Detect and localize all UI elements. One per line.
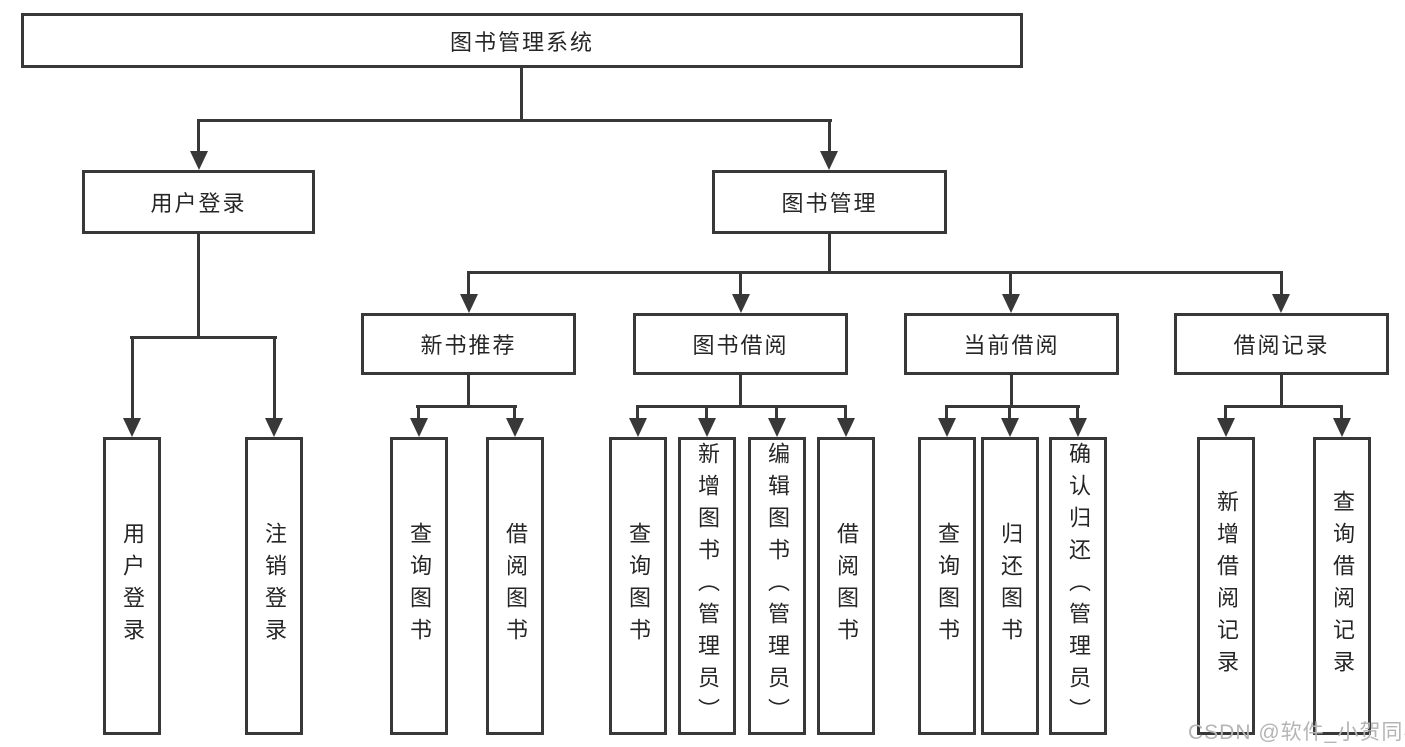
connector-line bbox=[1224, 405, 1227, 420]
node-new-books-label: 新书推荐 bbox=[420, 333, 517, 358]
node-book-mgmt: 图书管理 bbox=[712, 170, 947, 234]
connector-line bbox=[1010, 375, 1013, 408]
arrowhead-icon bbox=[1069, 418, 1087, 437]
arrowhead-icon bbox=[410, 418, 428, 437]
arrowhead-icon bbox=[629, 418, 647, 437]
node-user-login: 用户登录 bbox=[82, 170, 315, 234]
arrowhead-icon bbox=[123, 418, 141, 437]
node-new-books: 新书推荐 bbox=[361, 313, 576, 375]
connector-line bbox=[467, 271, 470, 296]
connector-line bbox=[131, 336, 134, 420]
connector-line bbox=[467, 375, 470, 408]
leaf-user-login-label: 用户登录 bbox=[120, 522, 145, 650]
leaf-nb-query-books-label: 查询图书 bbox=[407, 522, 432, 650]
arrowhead-icon bbox=[1272, 294, 1290, 313]
leaf-cb-return-book: 归还图书 bbox=[981, 437, 1039, 735]
arrowhead-icon bbox=[506, 418, 524, 437]
leaf-cb-query-books: 查询图书 bbox=[918, 437, 976, 735]
connector-line bbox=[197, 119, 832, 122]
leaf-nb-borrow-books-label: 借阅图书 bbox=[503, 522, 528, 650]
connector-line bbox=[197, 119, 200, 153]
arrowhead-icon bbox=[1002, 294, 1020, 313]
connector-line bbox=[828, 234, 831, 274]
connector-line bbox=[1224, 405, 1343, 408]
leaf-br-query-record: 查询借阅记录 bbox=[1313, 437, 1371, 735]
arrowhead-icon bbox=[190, 151, 208, 170]
node-current-borrow-label: 当前借阅 bbox=[963, 333, 1060, 358]
leaf-bb-borrow-books-label: 借阅图书 bbox=[834, 522, 859, 650]
arrowhead-icon bbox=[1217, 418, 1235, 437]
leaf-nb-borrow-books: 借阅图书 bbox=[486, 437, 544, 735]
leaf-br-add-record-label: 新增借阅记录 bbox=[1214, 490, 1239, 682]
leaf-logout: 注销登录 bbox=[245, 437, 303, 735]
arrowhead-icon bbox=[768, 418, 786, 437]
node-book-mgmt-label: 图书管理 bbox=[781, 191, 878, 216]
connector-line bbox=[828, 119, 831, 153]
connector-line bbox=[636, 405, 639, 420]
connector-line bbox=[513, 405, 516, 420]
node-user-login-label: 用户登录 bbox=[150, 191, 247, 216]
leaf-br-add-record: 新增借阅记录 bbox=[1197, 437, 1255, 735]
leaf-nb-query-books: 查询图书 bbox=[390, 437, 448, 735]
node-book-borrow: 图书借阅 bbox=[633, 313, 848, 375]
arrowhead-icon bbox=[820, 151, 838, 170]
node-root: 图书管理系统 bbox=[21, 13, 1023, 68]
connector-line bbox=[739, 375, 742, 408]
leaf-bb-query-books: 查询图书 bbox=[609, 437, 667, 735]
arrowhead-icon bbox=[698, 418, 716, 437]
node-borrow-records: 借阅记录 bbox=[1174, 313, 1389, 375]
connector-line bbox=[273, 336, 276, 420]
connector-line bbox=[1280, 271, 1283, 296]
connector-line bbox=[945, 405, 1080, 408]
leaf-bb-query-books-label: 查询图书 bbox=[626, 522, 651, 650]
arrowhead-icon bbox=[938, 418, 956, 437]
leaf-bb-edit-book-admin: 编辑图书（管理员） bbox=[748, 437, 806, 735]
arrowhead-icon bbox=[837, 418, 855, 437]
connector-line bbox=[1280, 375, 1283, 408]
leaf-bb-edit-book-admin-label: 编辑图书（管理员） bbox=[765, 442, 790, 730]
connector-line bbox=[197, 234, 200, 339]
leaf-bb-add-book-admin-label: 新增图书（管理员） bbox=[695, 442, 720, 730]
connector-line bbox=[416, 405, 517, 408]
leaf-bb-add-book-admin: 新增图书（管理员） bbox=[678, 437, 736, 735]
connector-line bbox=[1009, 271, 1012, 296]
leaf-cb-return-book-label: 归还图书 bbox=[998, 522, 1023, 650]
arrowhead-icon bbox=[265, 418, 283, 437]
connector-line bbox=[844, 405, 847, 420]
connector-line bbox=[520, 68, 523, 122]
connector-line bbox=[1008, 405, 1011, 420]
csdn-watermark: CSDN @软件_小贺同学 bbox=[1188, 721, 1405, 744]
node-current-borrow: 当前借阅 bbox=[904, 313, 1119, 375]
leaf-cb-confirm-return-admin: 确认归还（管理员） bbox=[1049, 437, 1107, 735]
connector-line bbox=[1076, 405, 1079, 420]
leaf-cb-query-books-label: 查询图书 bbox=[935, 522, 960, 650]
arrowhead-icon bbox=[732, 294, 750, 313]
connector-line bbox=[775, 405, 778, 420]
connector-line bbox=[945, 405, 948, 420]
connector-line bbox=[467, 271, 1282, 274]
connector-line bbox=[1340, 405, 1343, 420]
leaf-cb-confirm-return-admin-label: 确认归还（管理员） bbox=[1066, 442, 1091, 730]
connector-line bbox=[636, 405, 847, 408]
arrowhead-icon bbox=[1333, 418, 1351, 437]
connector-line bbox=[705, 405, 708, 420]
leaf-br-query-record-label: 查询借阅记录 bbox=[1330, 490, 1355, 682]
leaf-logout-label: 注销登录 bbox=[262, 522, 287, 650]
leaf-bb-borrow-books: 借阅图书 bbox=[817, 437, 875, 735]
node-book-borrow-label: 图书借阅 bbox=[692, 333, 789, 358]
leaf-user-login: 用户登录 bbox=[103, 437, 161, 735]
arrowhead-icon bbox=[1001, 418, 1019, 437]
connector-line bbox=[739, 271, 742, 296]
node-borrow-records-label: 借阅记录 bbox=[1233, 333, 1330, 358]
connector-line bbox=[130, 336, 277, 339]
arrowhead-icon bbox=[460, 294, 478, 313]
node-root-label: 图书管理系统 bbox=[449, 29, 594, 55]
connector-line bbox=[417, 405, 420, 420]
